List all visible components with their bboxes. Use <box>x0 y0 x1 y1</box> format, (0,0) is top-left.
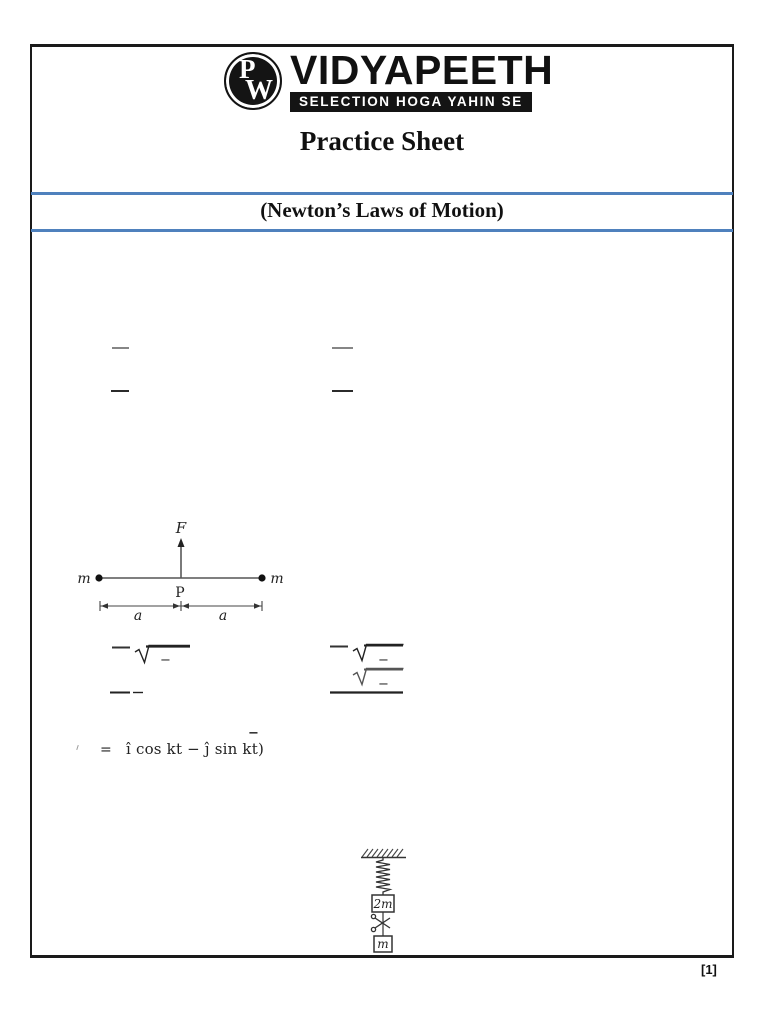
equals-sign: = <box>100 742 112 758</box>
fraction-bar-remnant <box>332 347 353 349</box>
dist-right-label: a <box>219 608 227 622</box>
lower-block <box>373 935 393 953</box>
brand-logo: P W VIDYAPEETH SELECTION HOGA YAHIN SE <box>224 47 554 112</box>
logo-letter-p: P <box>239 54 256 84</box>
logo-letter-w: W <box>245 75 273 106</box>
page-border-box <box>30 44 734 958</box>
lower-block-label: m <box>377 937 388 951</box>
divider-top <box>31 192 733 195</box>
point-label: P <box>175 585 184 601</box>
force-label: F <box>175 519 187 537</box>
sqrt-fragment-right: − − <box>330 643 404 694</box>
fraction-bar-remnant <box>332 390 353 392</box>
force-arrow-icon <box>177 538 185 547</box>
mass-left-label: m <box>77 571 90 587</box>
spring-coil <box>375 857 393 895</box>
upper-block-label: 2m <box>372 897 392 911</box>
fraction-bar-remnant <box>111 390 129 392</box>
fraction-bar-remnant <box>112 347 129 349</box>
stray-mark <box>76 744 79 751</box>
section-title: (Newton’s Laws of Motion) <box>260 198 504 222</box>
mass-dot-left <box>95 574 103 582</box>
minus-sign: − <box>378 677 389 692</box>
pw-logo-icon: P W <box>224 52 282 110</box>
minus-sign: − <box>378 653 389 668</box>
scissors-icon <box>370 913 391 933</box>
page-number: [1] <box>701 962 717 977</box>
page-title: Practice Sheet <box>299 126 465 156</box>
divider-bottom <box>31 229 733 232</box>
spring-block-diagram: 2m m <box>361 848 406 953</box>
sqrt-fragment-left: − <box>110 644 190 694</box>
brand-tagline: SELECTION HOGA YAHIN SE <box>290 91 532 112</box>
equation-body: î cos kt − ĵ sin kt) <box>126 740 264 758</box>
rod-masses-force-diagram: F m m P a a <box>77 519 283 622</box>
brand-text-block: VIDYAPEETH SELECTION HOGA YAHIN SE <box>290 47 554 112</box>
mass-right-label: m <box>270 571 283 587</box>
dist-left-label: a <box>134 608 142 622</box>
brand-name: VIDYAPEETH <box>290 47 554 93</box>
vector-equation: = î cos kt − ĵ sin kt) − <box>74 726 314 766</box>
mass-dot-right <box>258 574 266 582</box>
ceiling-hatch <box>361 848 404 858</box>
superscript-minus: − <box>248 726 259 741</box>
minus-sign: − <box>160 653 171 668</box>
